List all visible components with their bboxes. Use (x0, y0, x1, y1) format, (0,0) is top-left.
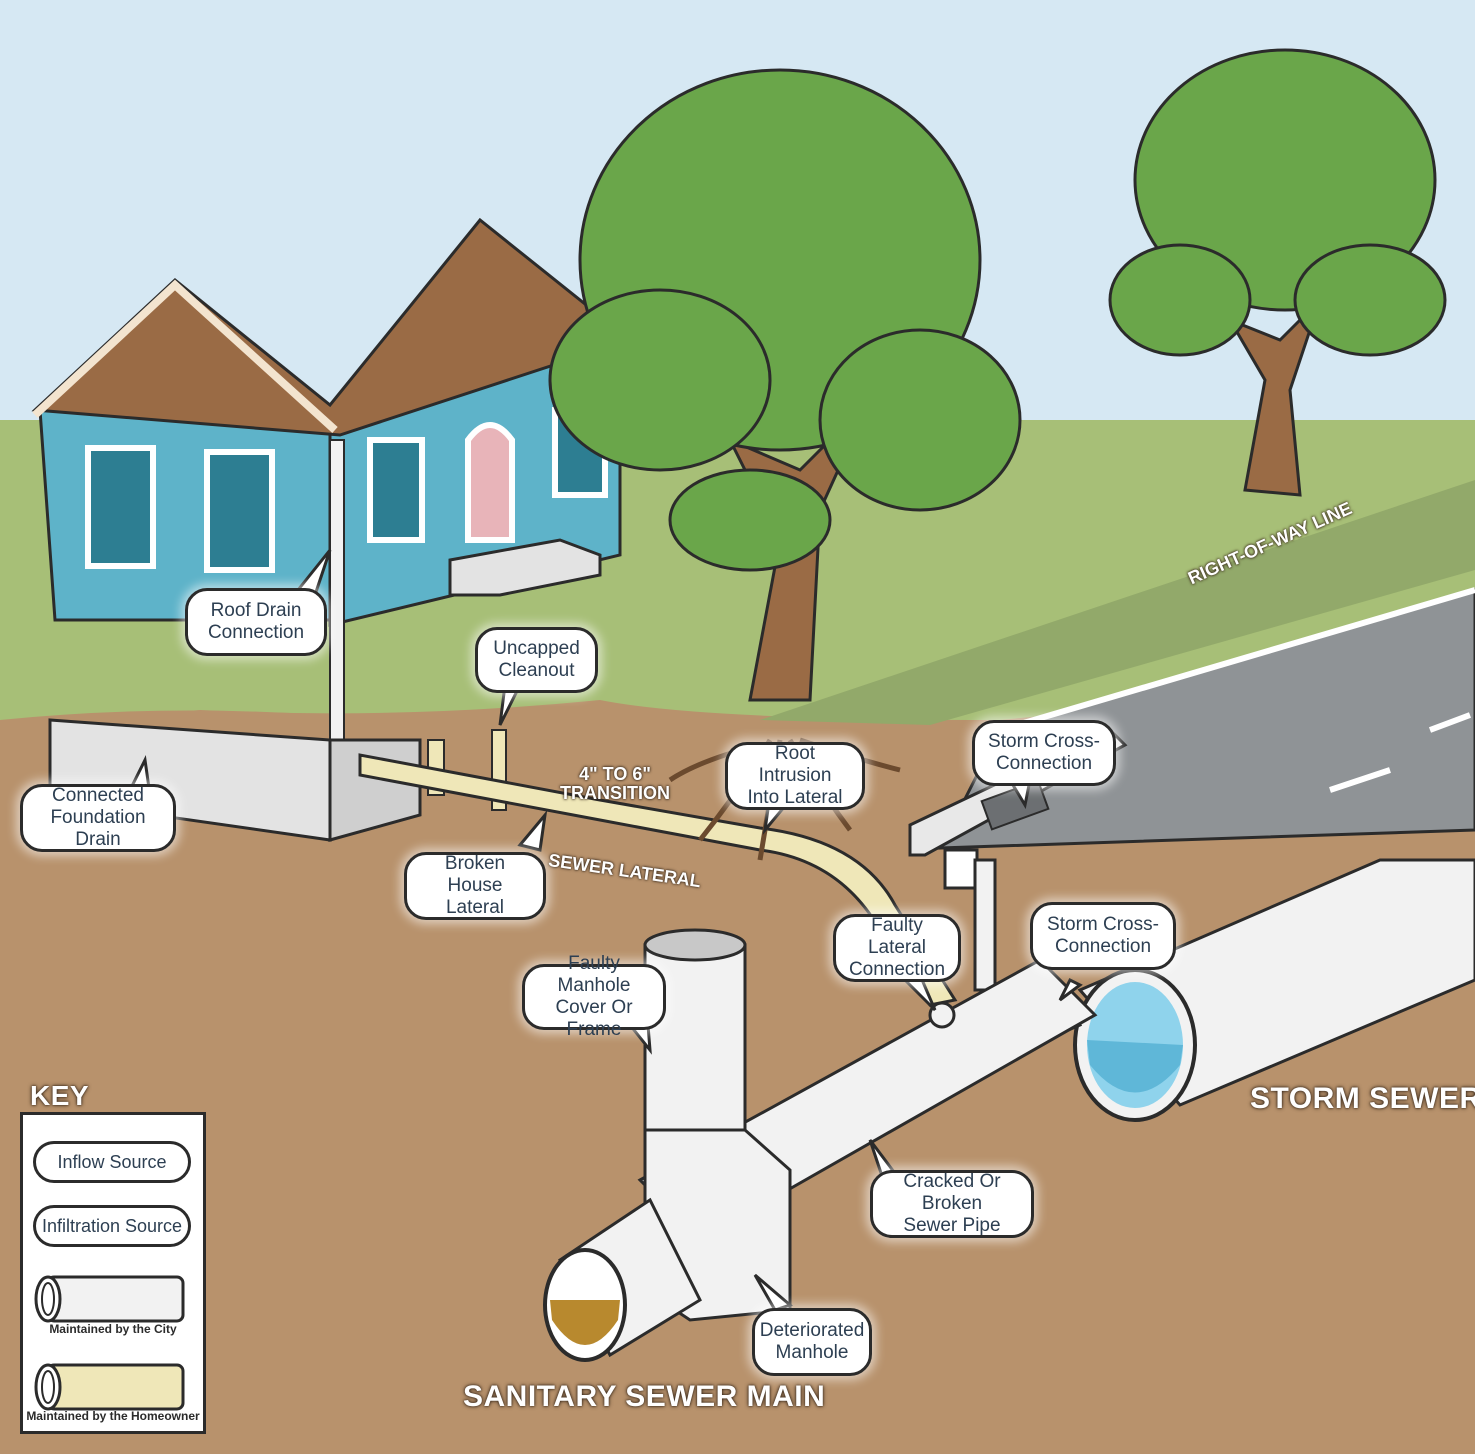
tree-left (548, 68, 1022, 702)
callout-roof-drain: Roof Drain Connection (185, 588, 327, 656)
storm-inlet-riser (973, 858, 997, 992)
downspout (329, 439, 345, 761)
transition-label: 4" TO 6" TRANSITION (560, 764, 670, 803)
road-lane-dashes (1329, 712, 1472, 793)
key-infiltration-source: Infiltration Source (33, 1205, 191, 1247)
callout-connected-foundation: Connected Foundation Drain (20, 784, 176, 852)
storm-sewer-label: STORM SEWER (1250, 1082, 1475, 1115)
callout-cracked-pipe: Cracked Or Broken Sewer Pipe (870, 1170, 1034, 1238)
callout-uncapped-cleanout: Uncapped Cleanout (475, 627, 598, 693)
callout-storm-cross-upper: Storm Cross- Connection (972, 720, 1116, 786)
key-city-pipe (34, 1275, 185, 1323)
key-legend: Inflow Source Infiltration Source Mainta… (20, 1112, 206, 1434)
house (31, 217, 634, 627)
callout-deteriorated-manhole: Deteriorated Manhole (752, 1308, 872, 1376)
storm-grate (980, 779, 1050, 831)
road-edge (999, 587, 1475, 733)
callout-faulty-manhole: Faulty Manhole Cover Or Frame (522, 953, 666, 1040)
right-of-way-band (760, 480, 1475, 725)
sewer-lateral-pipe (358, 753, 958, 1007)
sanitary-sewer-main-label: SANITARY SEWER MAIN (463, 1380, 826, 1413)
callout-faulty-lateral: Faulty Lateral Connection (833, 914, 961, 982)
callout-broken-house-lateral: Broken House Lateral (404, 852, 546, 920)
key-pipe-swatches (34, 1275, 185, 1411)
callout-root-intrusion: Root Intrusion Into Lateral (725, 742, 865, 810)
key-title: KEY (30, 1080, 90, 1111)
key-inflow-source: Inflow Source (33, 1141, 191, 1183)
tree-right (1108, 48, 1447, 497)
callout-storm-cross-lower: Storm Cross- Connection (1030, 902, 1176, 970)
storm-inlet-box (943, 848, 979, 890)
key-homeowner-caption: Maintained by the Homeowner (26, 1409, 200, 1423)
manhole (543, 928, 792, 1362)
key-homeowner-pipe (34, 1363, 185, 1411)
key-city-caption: Maintained by the City (49, 1322, 177, 1336)
